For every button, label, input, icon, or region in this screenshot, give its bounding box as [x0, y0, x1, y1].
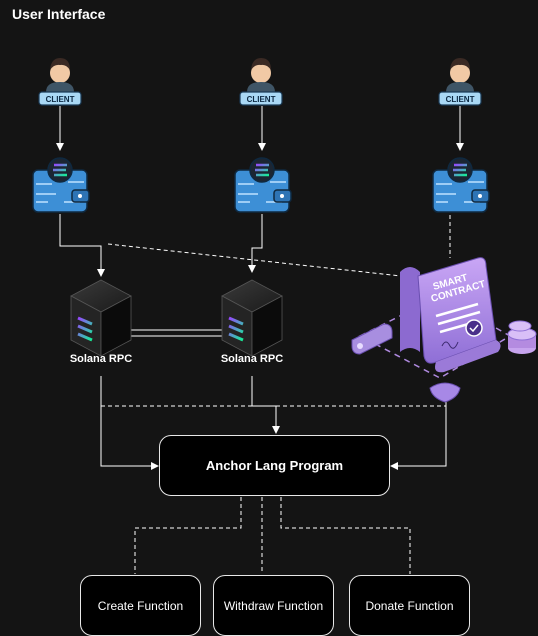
client-label: CLIENT [247, 95, 276, 104]
contract-scroll-icon: SMART CONTRACT [400, 257, 501, 373]
wallet-icon [432, 157, 490, 213]
client-badge: CLIENT [38, 91, 82, 106]
client-node-3: CLIENT [438, 58, 482, 106]
diagram-title: User Interface [12, 6, 106, 22]
client-node-2: CLIENT [239, 58, 283, 106]
client-node-1: CLIENT [38, 58, 82, 106]
client-label: CLIENT [46, 95, 75, 104]
wallet-icon [234, 157, 292, 213]
phone-icon [351, 323, 393, 355]
user-avatar-icon [46, 58, 74, 92]
user-avatar-icon [446, 58, 474, 92]
rpc-label: Solana RPC [220, 353, 284, 365]
user-avatar-icon [247, 58, 275, 92]
client-label: CLIENT [446, 95, 475, 104]
client-badge: CLIENT [239, 91, 283, 106]
create-function-node[interactable]: Create Function [80, 575, 201, 636]
rpc-label: Solana RPC [69, 353, 133, 365]
anchor-program-node[interactable]: Anchor Lang Program [159, 435, 390, 496]
solana-rpc-cube-icon [70, 279, 132, 357]
withdraw-function-node[interactable]: Withdraw Function [213, 575, 334, 636]
shield-icon [429, 382, 461, 403]
client-badge: CLIENT [438, 91, 482, 106]
connector-lines [56, 106, 464, 574]
coin-stack-icon [507, 320, 537, 354]
wallet-icon [32, 157, 90, 213]
smart-contract-illustration: SMART CONTRACT [351, 257, 537, 403]
donate-function-node[interactable]: Donate Function [349, 575, 470, 636]
solana-rpc-cube-icon [221, 279, 283, 357]
